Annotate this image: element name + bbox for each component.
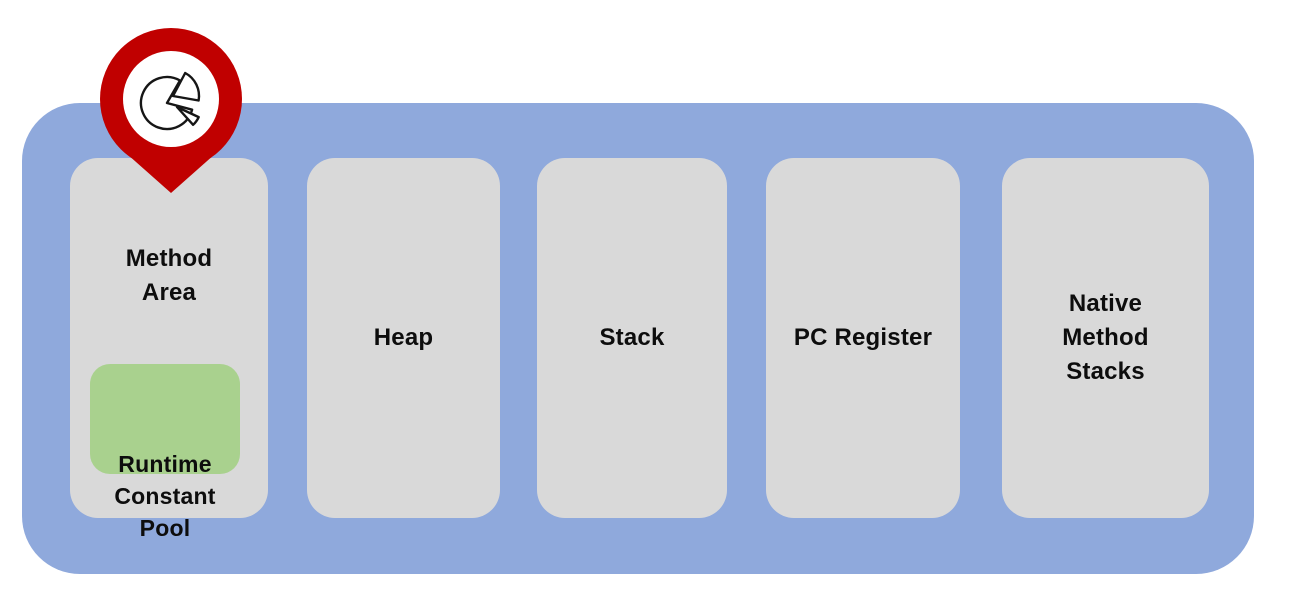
pc-register-label: PC Register [793, 323, 933, 351]
heap-label: Heap [373, 323, 434, 351]
pin-inner-circle [123, 51, 219, 147]
native-method-stacks-box: Native Method Stacks [1002, 158, 1209, 518]
heap-box: Heap [307, 158, 500, 518]
pc-register-box: PC Register [766, 158, 960, 518]
native-method-stacks-label: Native Method Stacks [1062, 289, 1149, 386]
map-pin-marker [100, 28, 242, 193]
runtime-constant-pool-label: Runtime Constant Pool [114, 451, 216, 542]
stack-label: Stack [599, 323, 665, 351]
method-area-box: Method Area Runtime Constant Pool [70, 158, 268, 541]
pie-chart-icon [139, 71, 201, 131]
runtime-constant-pool-box: Runtime Constant Pool [90, 364, 240, 541]
stack-box: Stack [537, 158, 727, 518]
runtime-data-areas-container: Method Area Runtime Constant Pool Heap S… [22, 103, 1254, 574]
method-area-label: Method Area [125, 245, 213, 307]
